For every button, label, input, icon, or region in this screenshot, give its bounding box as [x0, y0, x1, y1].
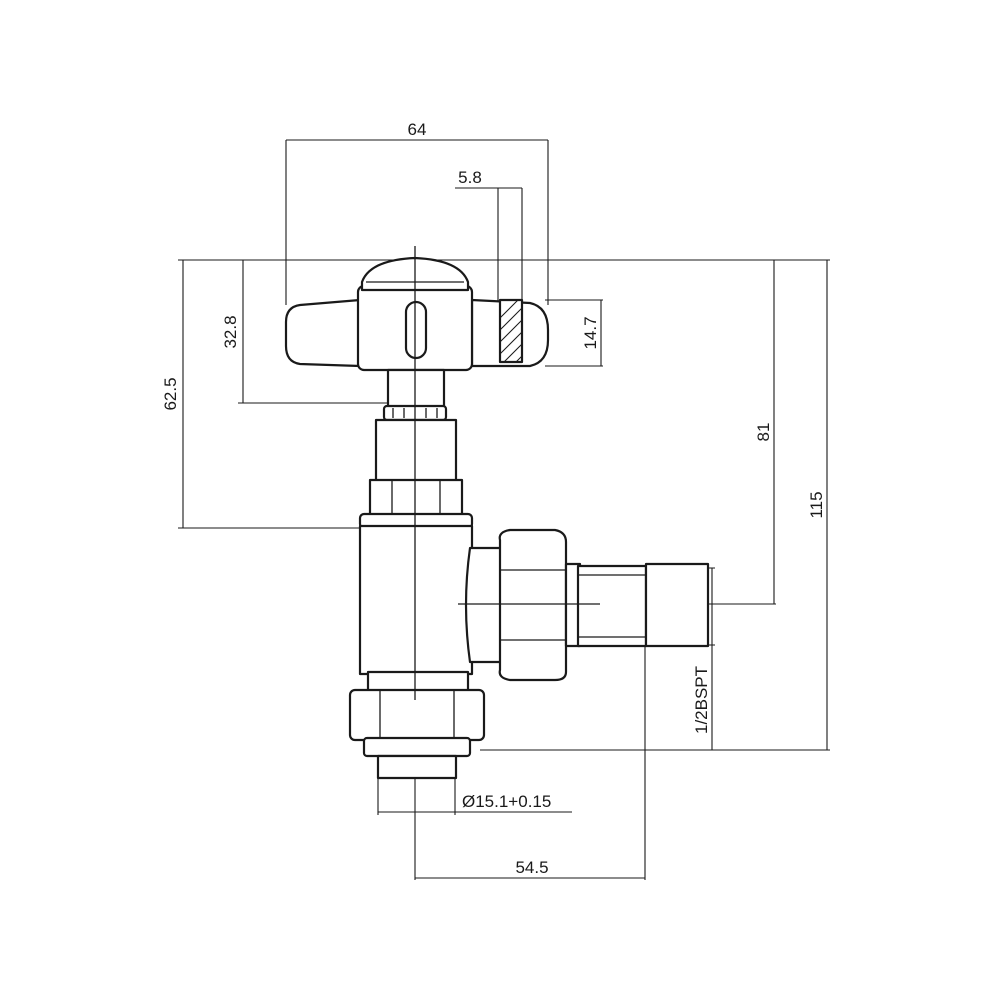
dim-pipe-diameter: Ø15.1+0.15 [462, 792, 551, 811]
valve-body [358, 524, 504, 676]
handle-slot [404, 300, 428, 360]
compression-nut [348, 670, 486, 780]
dim-115: 115 [807, 491, 826, 518]
spindle-hatch [499, 299, 523, 363]
valve-stem [358, 368, 474, 530]
dim-32-8: 32.8 [221, 315, 240, 348]
pipe-stub [376, 754, 458, 780]
dimension-labels: 64 5.8 32.8 62.5 14.7 81 115 1/2BSPT Ø15… [161, 120, 826, 877]
extension-lines [178, 140, 830, 880]
dim-81: 81 [754, 423, 773, 442]
union-nut [498, 528, 582, 682]
dim-14-7: 14.7 [581, 316, 600, 349]
dim-54-5: 54.5 [515, 858, 548, 877]
dim-half-bspt: 1/2BSPT [692, 666, 711, 734]
dim-64: 64 [408, 120, 427, 139]
dimension-lines [182, 139, 828, 879]
male-tail [576, 562, 710, 648]
dim-62-5: 62.5 [161, 377, 180, 410]
dim-5-8: 5.8 [458, 168, 482, 187]
cross-head-handle [284, 256, 550, 372]
gland-nut [368, 478, 464, 518]
handle-left-arm [284, 298, 362, 368]
centre-lines [414, 246, 600, 700]
